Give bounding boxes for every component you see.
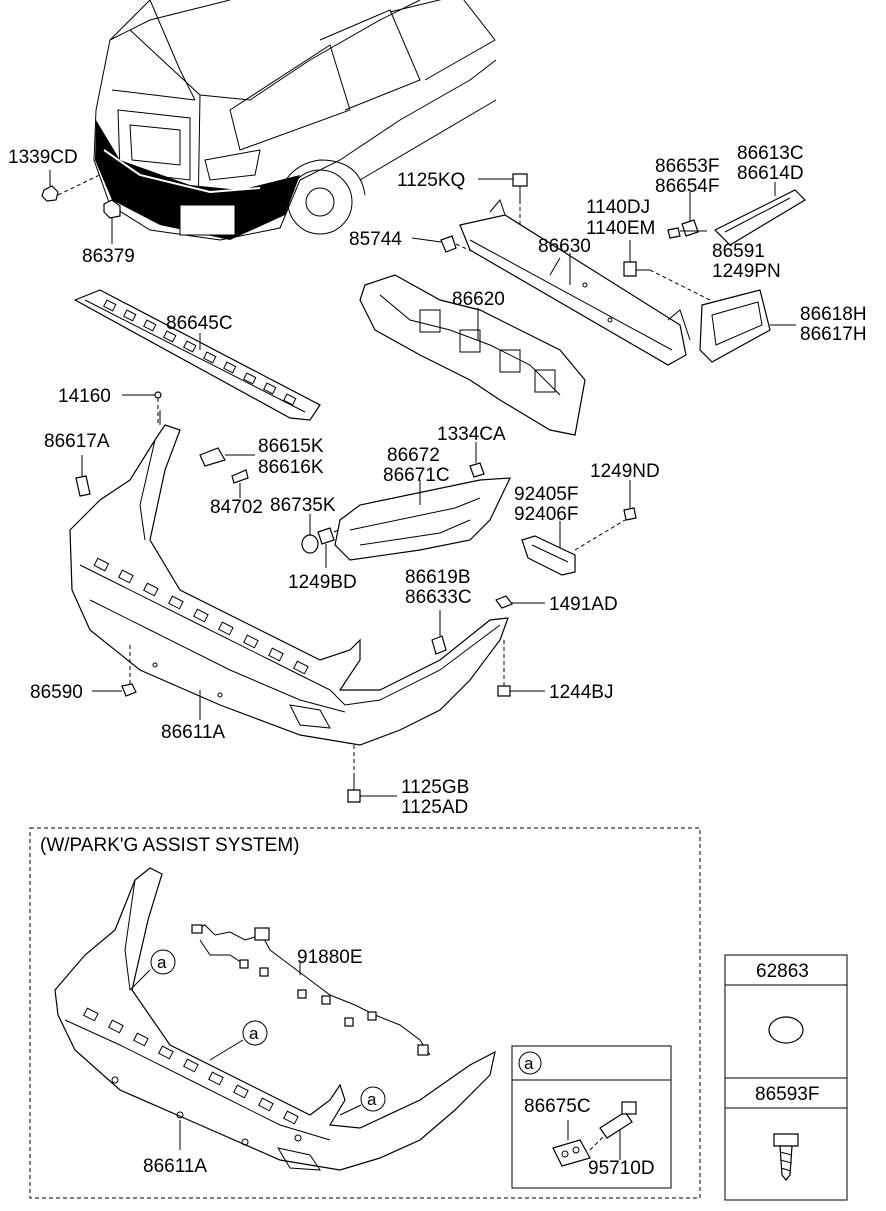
label-86611A-park: 86611A [143,1156,207,1177]
callout-a-label-2: a [249,1024,259,1043]
nut-86590 [92,645,137,697]
label-1249BD: 1249BD [288,572,357,593]
pin-14160 [122,391,162,425]
sensor-detail-box: a 86675C 95710D [511,1045,672,1189]
side-parts-box: 62863 86593F [724,954,848,1201]
clip-86617A [75,455,91,497]
label-86591: 86591 [712,241,765,262]
label-1249PN: 1249PN [712,261,781,282]
label-86617H: 86617H [800,324,867,345]
label-86613C: 86613C [737,143,804,164]
bolt-1140DJ [623,240,711,301]
label-92406F: 92406F [514,504,578,525]
label-86617A: 86617A [44,431,110,452]
label-95710D: 95710D [588,1158,655,1179]
clip-86591 [667,227,707,239]
label-86611A: 86611A [161,722,225,743]
label-1125GB: 1125GB [401,777,469,798]
label-86671C: 86671C [383,465,450,486]
reinforcement-beam-86630 [459,198,691,366]
label-84702: 84702 [210,497,263,518]
screw-1249ND [623,480,637,521]
label-86619B: 86619B [405,567,471,588]
label-1491AD: 1491AD [549,594,618,615]
label-1334CA: 1334CA [437,424,506,445]
callout-a-3: a [339,1086,386,1116]
label-91880E: 91880E [297,947,363,968]
label-1125AD: 1125AD [401,797,468,818]
park-assist-bumper [54,867,496,1171]
bolt-1125GB [347,745,397,803]
label-86735K: 86735K [270,495,336,516]
label-86654F: 86654F [655,176,719,197]
cap-86735K [301,514,319,554]
label-86590: 86590 [30,682,83,703]
screw-1244BJ [497,640,545,697]
label-86645C: 86645C [166,313,233,334]
sensor-95710D [589,1101,637,1160]
label-1140EM: 1140EM [586,218,655,239]
leader-lines [159,240,631,425]
label-86616K: 86616K [258,457,324,478]
detail-callout-a: a [524,1054,534,1073]
label-1140DJ: 1140DJ [586,197,650,218]
pad-84702 [231,469,249,498]
label-86653F: 86653F [655,156,719,177]
park-assist-title: (W/PARK'G ASSIST SYSTEM) [40,835,299,856]
callout-a-1: a [129,949,176,991]
energy-absorber-86620 [359,274,586,436]
reflector-92405F [521,519,626,576]
callout-a-label-1: a [157,953,167,972]
wiring-harness-91880E [191,924,431,1056]
park-assist-frame [29,827,701,1199]
label-1244BJ: 1244BJ [549,682,613,703]
part-labels: 1339CD 86379 1125KQ 86653F 86654F 86613C… [8,143,867,818]
callout-a-2: a [209,1020,268,1061]
label-86630: 86630 [538,236,591,257]
label-86614D: 86614D [737,163,804,184]
label-1125KQ: 1125KQ [397,170,465,191]
label-86615K: 86615K [258,436,324,457]
label-86620: 86620 [452,289,505,310]
step-plate-86645C [73,289,321,421]
bracket-86653F [681,192,699,237]
label-86633C: 86633C [405,587,472,608]
callout-a-label-3: a [367,1090,377,1109]
label-1249ND: 1249ND [590,461,660,482]
park-assist-section: (W/PARK'G ASSIST SYSTEM) [29,827,701,1199]
label-1339CD: 1339CD [8,147,78,168]
label-86379: 86379 [82,246,135,267]
plug-62863 [768,1016,804,1044]
label-92405F: 92405F [514,484,578,505]
label-85744: 85744 [349,229,402,250]
rear-bumper-86611A [69,424,509,746]
side-bracket-86613C [713,182,806,246]
bracket-86615K [199,447,255,467]
clip-1334CA [469,442,485,478]
sensor-bracket-86675C [552,1120,591,1167]
label-86672: 86672 [387,445,440,466]
bracket-86618H [699,289,796,363]
label-86675C: 86675C [524,1096,591,1117]
vehicle-rear-illustration [93,0,497,241]
clip-86379 [103,199,121,244]
label-86618H: 86618H [800,304,867,325]
garnish-86671C [334,477,511,561]
label-14160: 14160 [58,386,111,407]
label-62863: 62863 [756,961,809,982]
bracket-86619B [431,610,447,655]
clip-1491AD [495,595,545,609]
screw-86593F [773,1133,799,1181]
label-86593F: 86593F [755,1084,819,1105]
fastener-1339CD [41,169,111,202]
clip-85744 [411,235,479,255]
